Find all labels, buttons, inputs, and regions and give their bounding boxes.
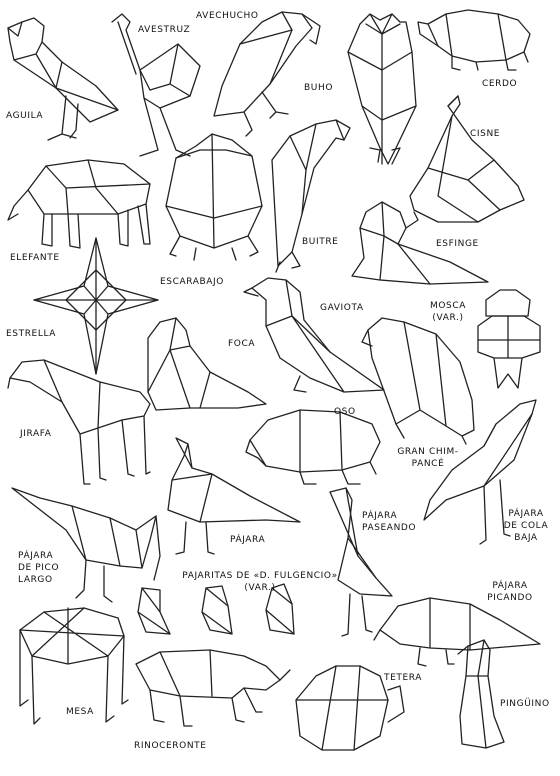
label-buitre: BUITRE bbox=[302, 237, 339, 247]
figure-esfinge bbox=[351, 201, 489, 285]
figure-aguila bbox=[7, 17, 119, 141]
label-cerdo: CERDO bbox=[482, 79, 518, 89]
figure-gaviota bbox=[243, 277, 385, 393]
label-mesa: MESA bbox=[66, 707, 94, 717]
figure-pajara-paseando bbox=[329, 487, 393, 637]
label-pajaritas: PAJARITAS DE «D. FULGENCIO» (VAR.) bbox=[182, 571, 338, 593]
label-esfinge: ESFINGE bbox=[436, 239, 479, 249]
label-pajara-paseando: PÁJARA PASEANDO bbox=[362, 511, 417, 533]
figure-escarabajo bbox=[165, 133, 263, 261]
label-tetera: TETERA bbox=[384, 673, 423, 683]
label-avechucho: AVECHUCHO bbox=[196, 11, 259, 21]
figure-avechucho bbox=[213, 11, 321, 137]
figure-tetera bbox=[295, 665, 405, 751]
figure-mesa bbox=[19, 607, 129, 725]
figure-avestruz bbox=[111, 13, 201, 157]
figure-buitre bbox=[271, 119, 351, 273]
label-buho: BUHO bbox=[304, 83, 334, 93]
label-mosca: MOSCA (VAR.) bbox=[429, 301, 466, 323]
figure-mosca bbox=[477, 289, 541, 389]
figure-pajaritas bbox=[137, 583, 295, 635]
figure-buho bbox=[347, 13, 417, 165]
label-oso: OSO bbox=[334, 407, 356, 417]
figure-foca bbox=[147, 317, 267, 411]
label-pajara-pico-largo: PÁJARA DE PICO LARGO bbox=[18, 551, 60, 585]
label-pinguino: PINGÜINO bbox=[500, 699, 550, 709]
figure-pinguino bbox=[457, 639, 505, 749]
label-chimpance: GRAN CHIM- PANCÉ bbox=[397, 447, 459, 469]
figure-rinoceronte bbox=[135, 649, 291, 727]
figure-chimpance bbox=[361, 317, 475, 445]
label-pajara: PÁJARA bbox=[230, 535, 266, 545]
label-escarabajo: ESCARABAJO bbox=[160, 277, 224, 287]
label-foca: FOCA bbox=[228, 339, 256, 349]
figure-estrella bbox=[33, 237, 159, 375]
label-aguila: AGUILA bbox=[6, 111, 44, 121]
label-cisne: CISNE bbox=[470, 129, 501, 139]
figure-pajara-cola-baja bbox=[423, 399, 537, 545]
label-avestruz: AVESTRUZ bbox=[138, 25, 191, 35]
figure-oso bbox=[245, 409, 381, 485]
label-pajara-cola-baja: PÁJARA DE COLA BAJA bbox=[503, 509, 549, 543]
label-estrella: ESTRELLA bbox=[6, 329, 57, 339]
label-elefante: ELEFANTE bbox=[10, 253, 60, 263]
label-pajara-picando: PÁJARA PICANDO bbox=[487, 581, 533, 603]
label-jirafa: JIRAFA bbox=[20, 429, 52, 439]
figure-pajara-pico-largo bbox=[11, 487, 161, 603]
figure-elefante bbox=[7, 159, 151, 249]
figure-jirafa bbox=[7, 359, 151, 485]
label-rinoceronte: RINOCERONTE bbox=[134, 741, 207, 751]
figure-pajara bbox=[167, 437, 301, 555]
label-gaviota: GAVIOTA bbox=[320, 303, 364, 313]
figure-pajara-picando bbox=[373, 597, 541, 667]
figure-cisne bbox=[409, 95, 525, 223]
figure-cerdo bbox=[417, 9, 531, 71]
